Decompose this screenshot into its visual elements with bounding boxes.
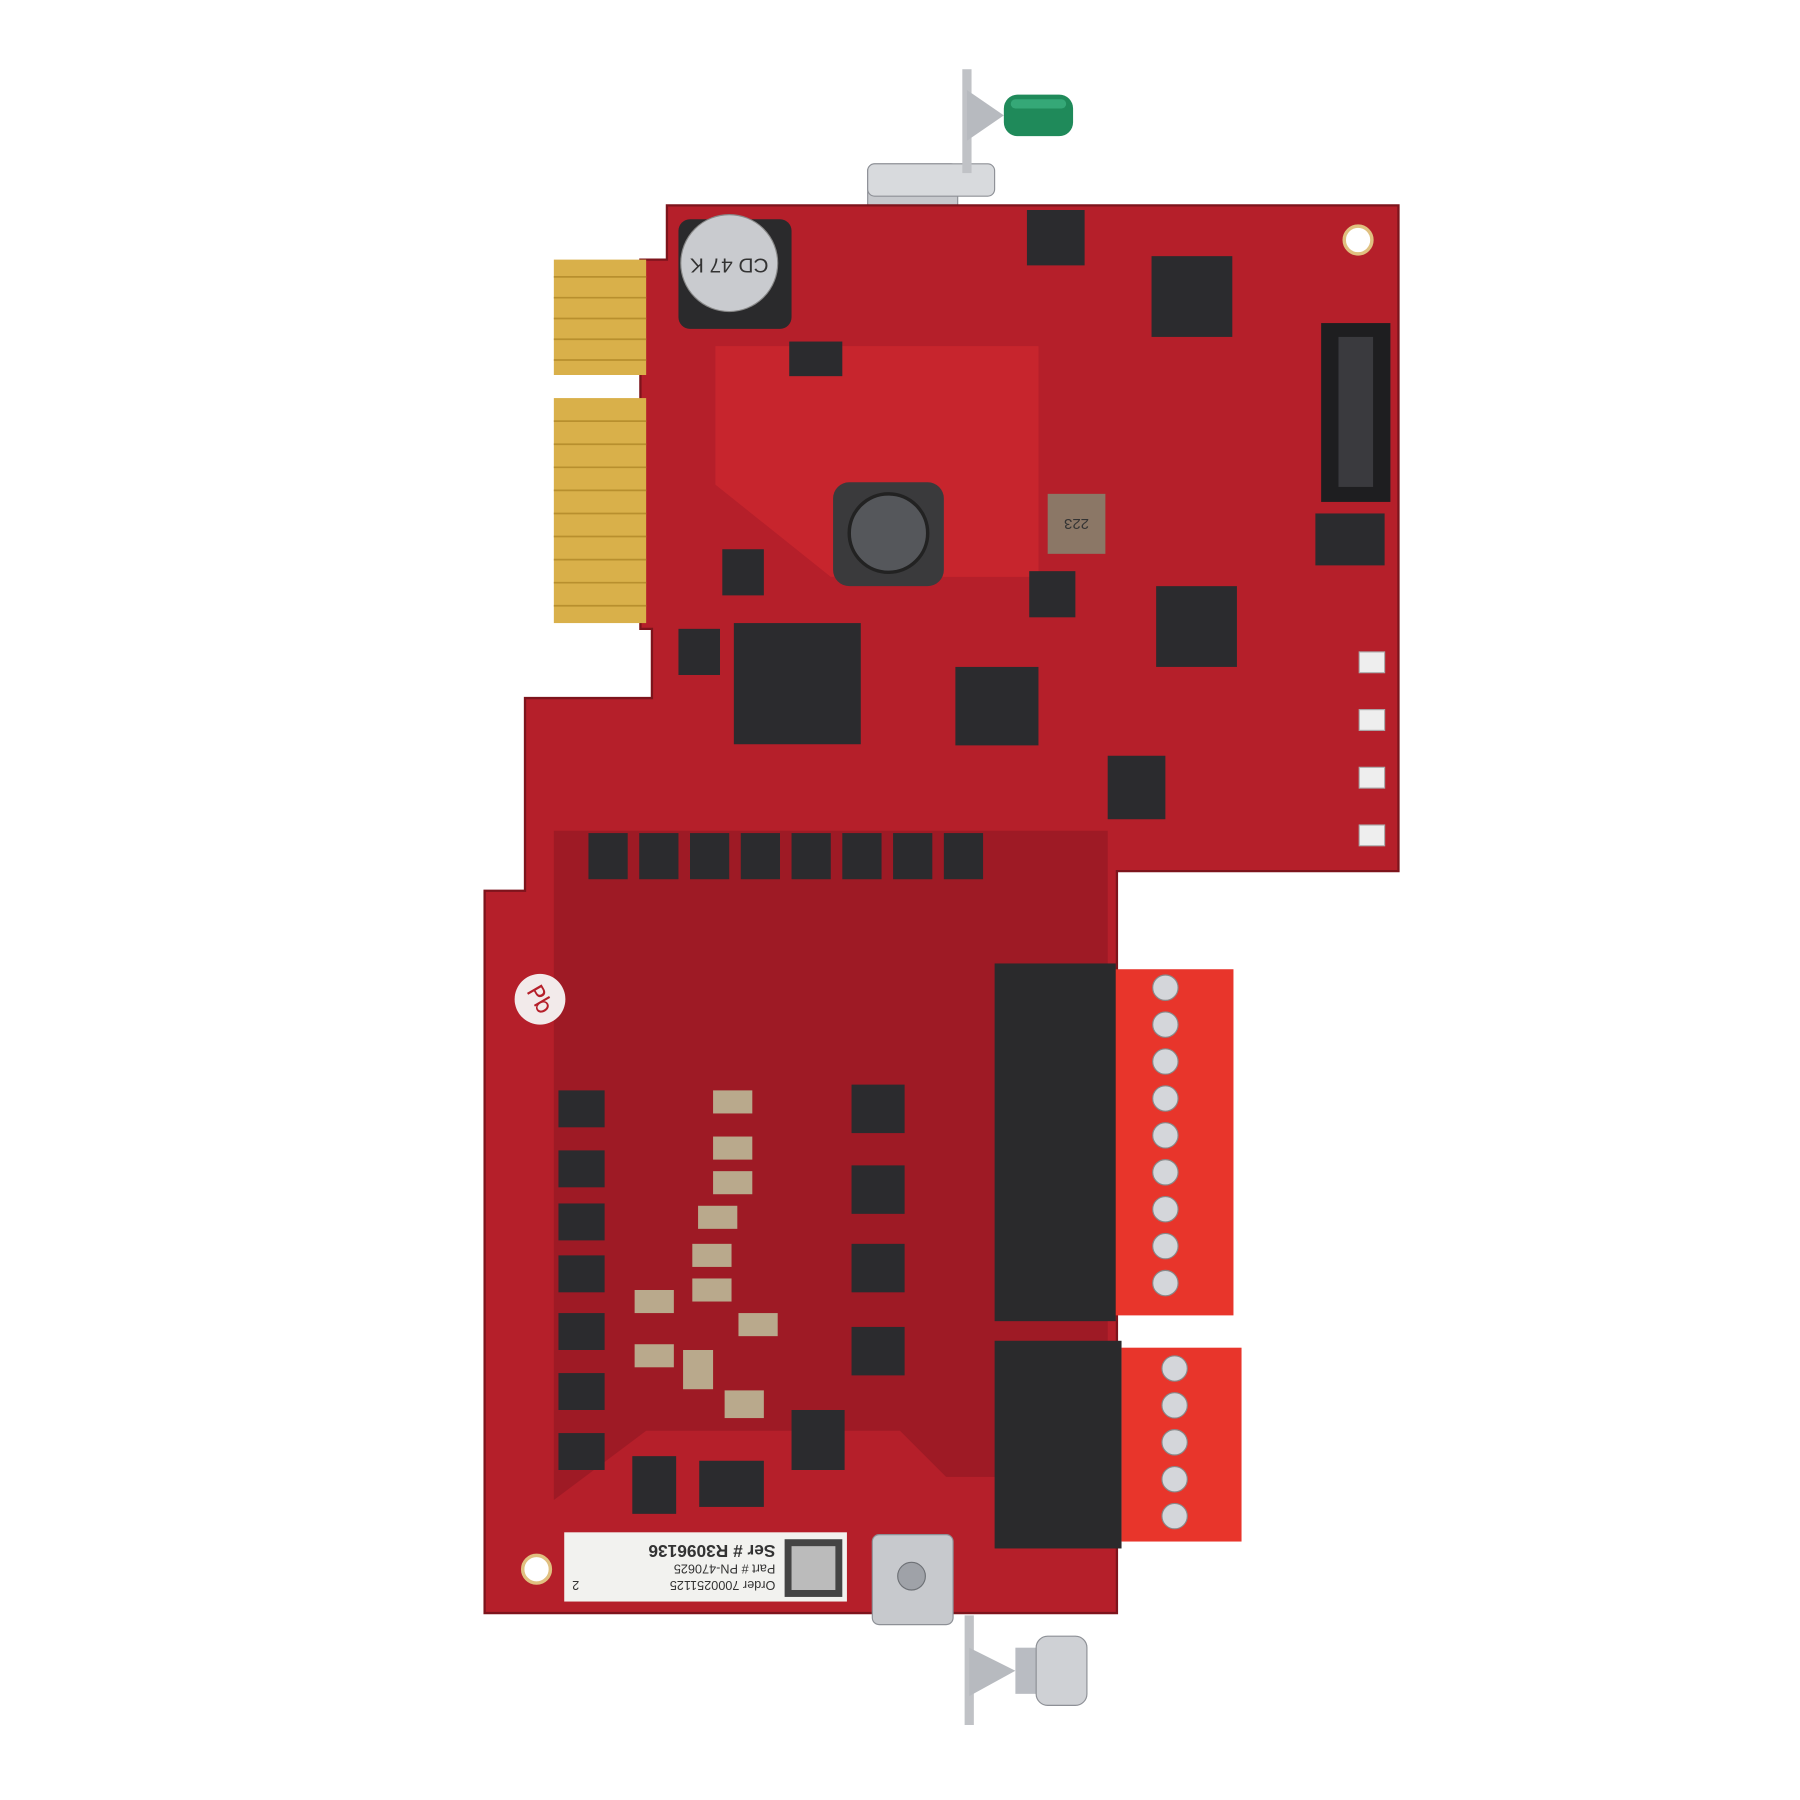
lead-free-mark: Pb: [514, 973, 566, 1025]
ceramic-capacitors: [634, 1090, 778, 1419]
optocoupler-column: [558, 1090, 605, 1470]
ic-chip: [1026, 210, 1085, 266]
copper-pour-power: [715, 346, 1039, 577]
svg-text:223: 223: [1064, 515, 1089, 532]
ic-chip: [789, 341, 843, 377]
processor-chip: [733, 623, 861, 745]
ic-chip: [955, 666, 1039, 746]
driver-chips: [632, 1084, 905, 1514]
revision: 2: [572, 1578, 579, 1592]
edge-connector-fingers: [553, 259, 647, 624]
ic-chip: [722, 549, 764, 596]
capacitor-marking: CD 47 K: [690, 253, 769, 276]
electrolytic-capacitor: CD 47 K: [678, 214, 792, 329]
serial-number: Ser # R3096136: [648, 1541, 775, 1561]
copper-pour-lower: [553, 830, 1108, 1500]
status-leds: [1358, 651, 1386, 847]
ic-chip: [1151, 256, 1233, 337]
ic-chip: [1156, 586, 1237, 667]
ic-chip: [1315, 513, 1385, 566]
part-number: Part # PN-470625: [674, 1562, 776, 1576]
silver-thumbscrew[interactable]: [1015, 1635, 1088, 1706]
ic-chip: [1029, 571, 1076, 618]
optocoupler-row: [588, 833, 984, 880]
bottom-mounting-bracket: [871, 1534, 1088, 1725]
terminal-block-tb1[interactable]: [994, 1340, 1242, 1549]
ferrite-inductor: 223: [1047, 493, 1106, 554]
ic-chip: [678, 628, 720, 675]
terminal-block-tb2[interactable]: [994, 963, 1234, 1322]
green-thumbscrew[interactable]: [1003, 94, 1074, 137]
mounting-hole: [1342, 224, 1374, 256]
power-inductor: [833, 482, 944, 587]
ic-chip: [1107, 755, 1166, 820]
serial-label: Order 7000251125 Part # PN-470625 Ser # …: [564, 1532, 847, 1602]
pin-header-connector[interactable]: [1321, 323, 1391, 502]
mounting-hole: [520, 1553, 553, 1585]
order-number: Order 7000251125: [670, 1578, 776, 1592]
